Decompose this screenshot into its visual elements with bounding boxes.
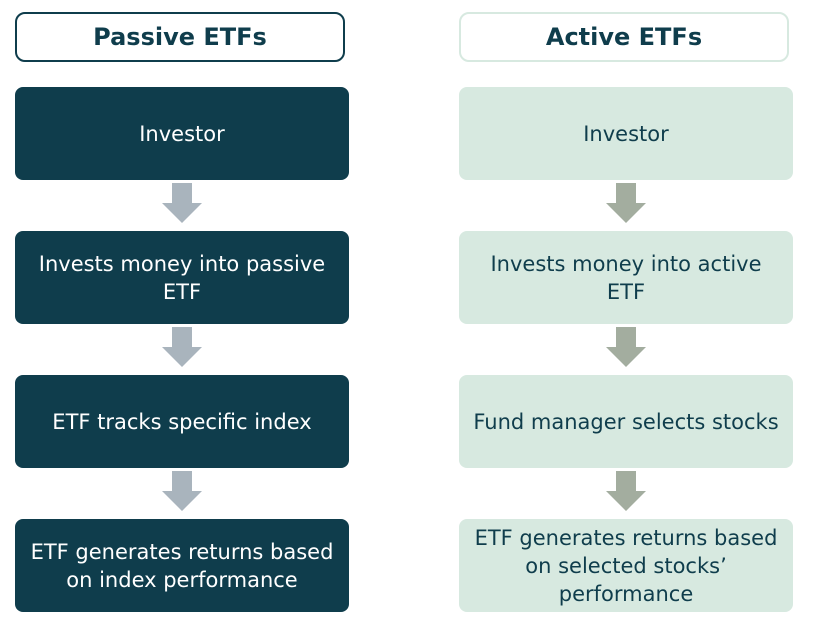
passive-down-arrow-icon [162, 471, 202, 511]
active-step-1: Investor [459, 87, 793, 180]
active-step-4: ETF generates returns based on selected … [459, 519, 793, 612]
active-step-2: Invests money into active ETF [459, 231, 793, 324]
active-etf-header: Active ETFs [459, 12, 789, 62]
passive-step-1: Investor [15, 87, 349, 180]
passive-down-arrow-icon [162, 327, 202, 367]
passive-etf-header: Passive ETFs [15, 12, 345, 62]
active-down-arrow-icon [606, 327, 646, 367]
active-down-arrow-icon [606, 183, 646, 223]
passive-step-2: Invests money into passive ETF [15, 231, 349, 324]
passive-step-4: ETF generates returns based on index per… [15, 519, 349, 612]
active-down-arrow-icon [606, 471, 646, 511]
passive-down-arrow-icon [162, 183, 202, 223]
active-step-3: Fund manager selects stocks [459, 375, 793, 468]
passive-step-3: ETF tracks specific index [15, 375, 349, 468]
